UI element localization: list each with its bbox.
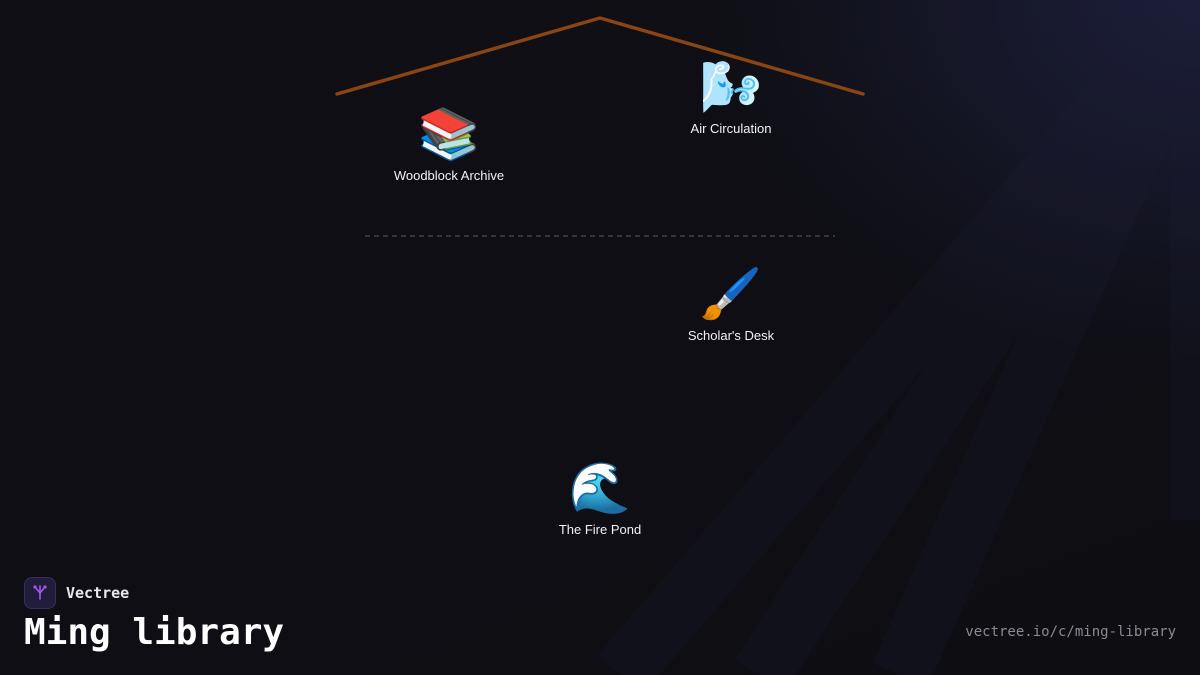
brand-name: Vectree <box>66 584 130 602</box>
wind-face-icon: 🌬️ <box>699 59 763 115</box>
brand[interactable]: Vectree <box>24 577 129 609</box>
node-label: Scholar's Desk <box>687 328 775 343</box>
page-url[interactable]: vectree.io/c/ming-library <box>965 624 1176 640</box>
vectree-tree-icon <box>24 577 56 609</box>
node-woodblock-archive[interactable]: 📚 Woodblock Archive <box>349 106 549 183</box>
node-scholars-desk[interactable]: 🖌️ Scholar's Desk <box>631 266 831 343</box>
node-label: Air Circulation <box>690 121 772 136</box>
node-label: The Fire Pond <box>558 522 642 537</box>
node-label: Woodblock Archive <box>393 168 505 183</box>
paintbrush-icon: 🖌️ <box>699 266 763 322</box>
node-air-circulation[interactable]: 🌬️ Air Circulation <box>631 59 831 136</box>
water-wave-icon: 🌊 <box>568 460 632 516</box>
page-title: Ming library <box>24 612 285 653</box>
books-icon: 📚 <box>417 106 481 162</box>
roof-line <box>335 16 865 96</box>
node-fire-pond[interactable]: 🌊 The Fire Pond <box>500 460 700 537</box>
